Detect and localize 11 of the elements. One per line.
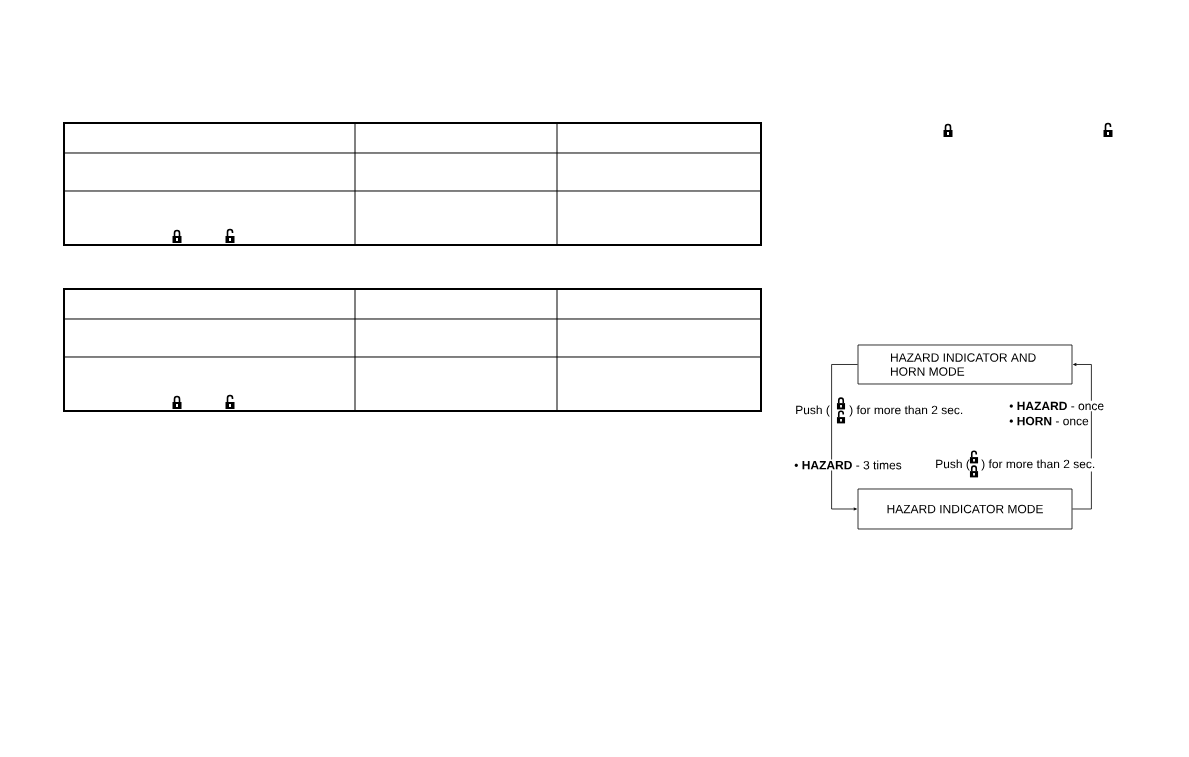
mode-box: HAZARD INDICATOR AND HORN MODE (857, 344, 1073, 385)
label-text: Push ( (934, 458, 971, 472)
label-text: • HAZARD - 3 times (793, 459, 903, 471)
label-text: • HAZARD - once (1008, 400, 1106, 412)
label-text: ) for more than 2 sec. (848, 404, 965, 418)
label-text: • HORN - once (1008, 415, 1090, 427)
label-text: ) for more than 2 sec. (980, 458, 1097, 472)
arrow (831, 364, 858, 511)
arrow (1072, 363, 1092, 510)
label-text: Push ( (794, 404, 831, 418)
mode-box: HAZARD INDICATOR MODE (857, 488, 1073, 530)
